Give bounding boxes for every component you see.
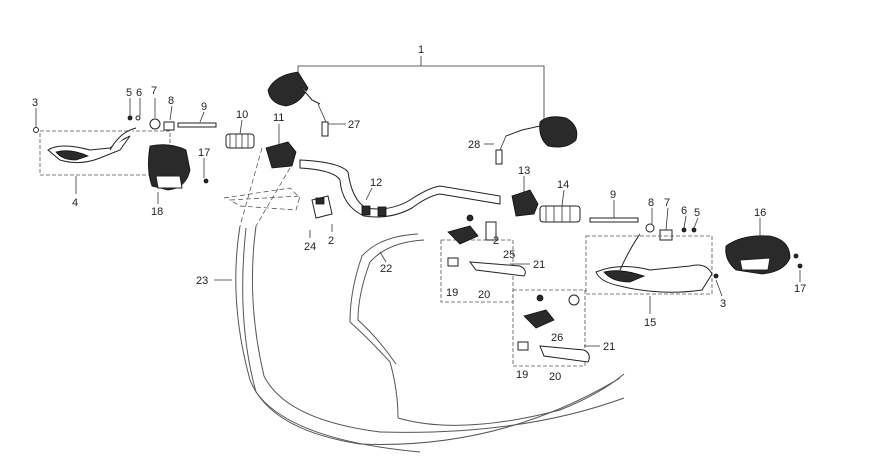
callout-14: 14 xyxy=(557,179,569,191)
callout-17-left: 17 xyxy=(198,147,210,159)
left-handguard-shell[interactable] xyxy=(148,144,191,191)
handlebar-clamp-left xyxy=(361,205,371,216)
leader-lines xyxy=(35,98,801,347)
right-handguard-bracket[interactable] xyxy=(595,233,713,293)
callout-19-upper: 19 xyxy=(446,287,458,299)
callout-9-right: 9 xyxy=(610,189,616,201)
callout-21-lower: 21 xyxy=(603,341,615,353)
callout-13: 13 xyxy=(518,165,530,177)
left-mirror[interactable] xyxy=(267,71,329,137)
callout-7-right: 7 xyxy=(664,197,670,209)
callout-7-left: 7 xyxy=(151,85,157,97)
callout-2-left: 2 xyxy=(328,235,334,247)
callout-4: 4 xyxy=(72,197,78,209)
handlebar[interactable] xyxy=(299,159,501,218)
callout-12: 12 xyxy=(370,177,382,189)
callout-9-left: 9 xyxy=(201,101,207,113)
callout-3-right: 3 xyxy=(720,298,726,310)
right-handguard-shell[interactable] xyxy=(725,235,791,275)
callout-20-upper: 20 xyxy=(478,289,490,301)
callout-6-right: 6 xyxy=(681,205,687,217)
right-switch-housing[interactable] xyxy=(511,189,539,217)
callout-25: 25 xyxy=(503,249,515,261)
callout-15: 15 xyxy=(644,317,656,329)
left-handguard-bracket[interactable] xyxy=(47,127,137,164)
callout-8-left: 8 xyxy=(168,95,174,107)
callout-8-right: 8 xyxy=(648,197,654,209)
right-grip[interactable] xyxy=(539,205,581,223)
callout-3-left: 3 xyxy=(32,97,38,109)
callout-5-right: 5 xyxy=(694,207,700,219)
callout-18: 18 xyxy=(151,206,163,218)
callout-16: 16 xyxy=(754,207,766,219)
right-mirror[interactable] xyxy=(495,116,578,165)
callout-10: 10 xyxy=(236,109,248,121)
left-bar-end-parts xyxy=(33,115,217,184)
callout-26: 26 xyxy=(551,332,563,344)
upper-lever-assembly[interactable] xyxy=(447,214,526,277)
lower-lever-assembly[interactable] xyxy=(517,294,590,363)
clutch-cable xyxy=(349,233,419,419)
callout-27: 27 xyxy=(348,119,360,131)
handlebar-clamp-right xyxy=(377,206,387,217)
callout-28: 28 xyxy=(468,139,480,151)
left-clamp-bracket[interactable] xyxy=(311,195,333,219)
callout-19-lower: 19 xyxy=(516,369,528,381)
callout-11: 11 xyxy=(273,112,284,124)
callout-24: 24 xyxy=(304,241,316,253)
callout-23: 23 xyxy=(196,275,208,287)
callout-6-left: 6 xyxy=(136,87,142,99)
callout-22: 22 xyxy=(380,263,392,275)
left-switch-housing[interactable] xyxy=(265,141,297,169)
callout-21-upper: 21 xyxy=(533,259,545,271)
callout-1: 1 xyxy=(418,44,424,56)
callout-17-right: 17 xyxy=(794,283,806,295)
callout-5-left: 5 xyxy=(126,87,132,99)
callout-2-right: 2 xyxy=(493,235,499,247)
callout-20-lower: 20 xyxy=(549,371,561,383)
left-grip[interactable] xyxy=(225,133,255,149)
